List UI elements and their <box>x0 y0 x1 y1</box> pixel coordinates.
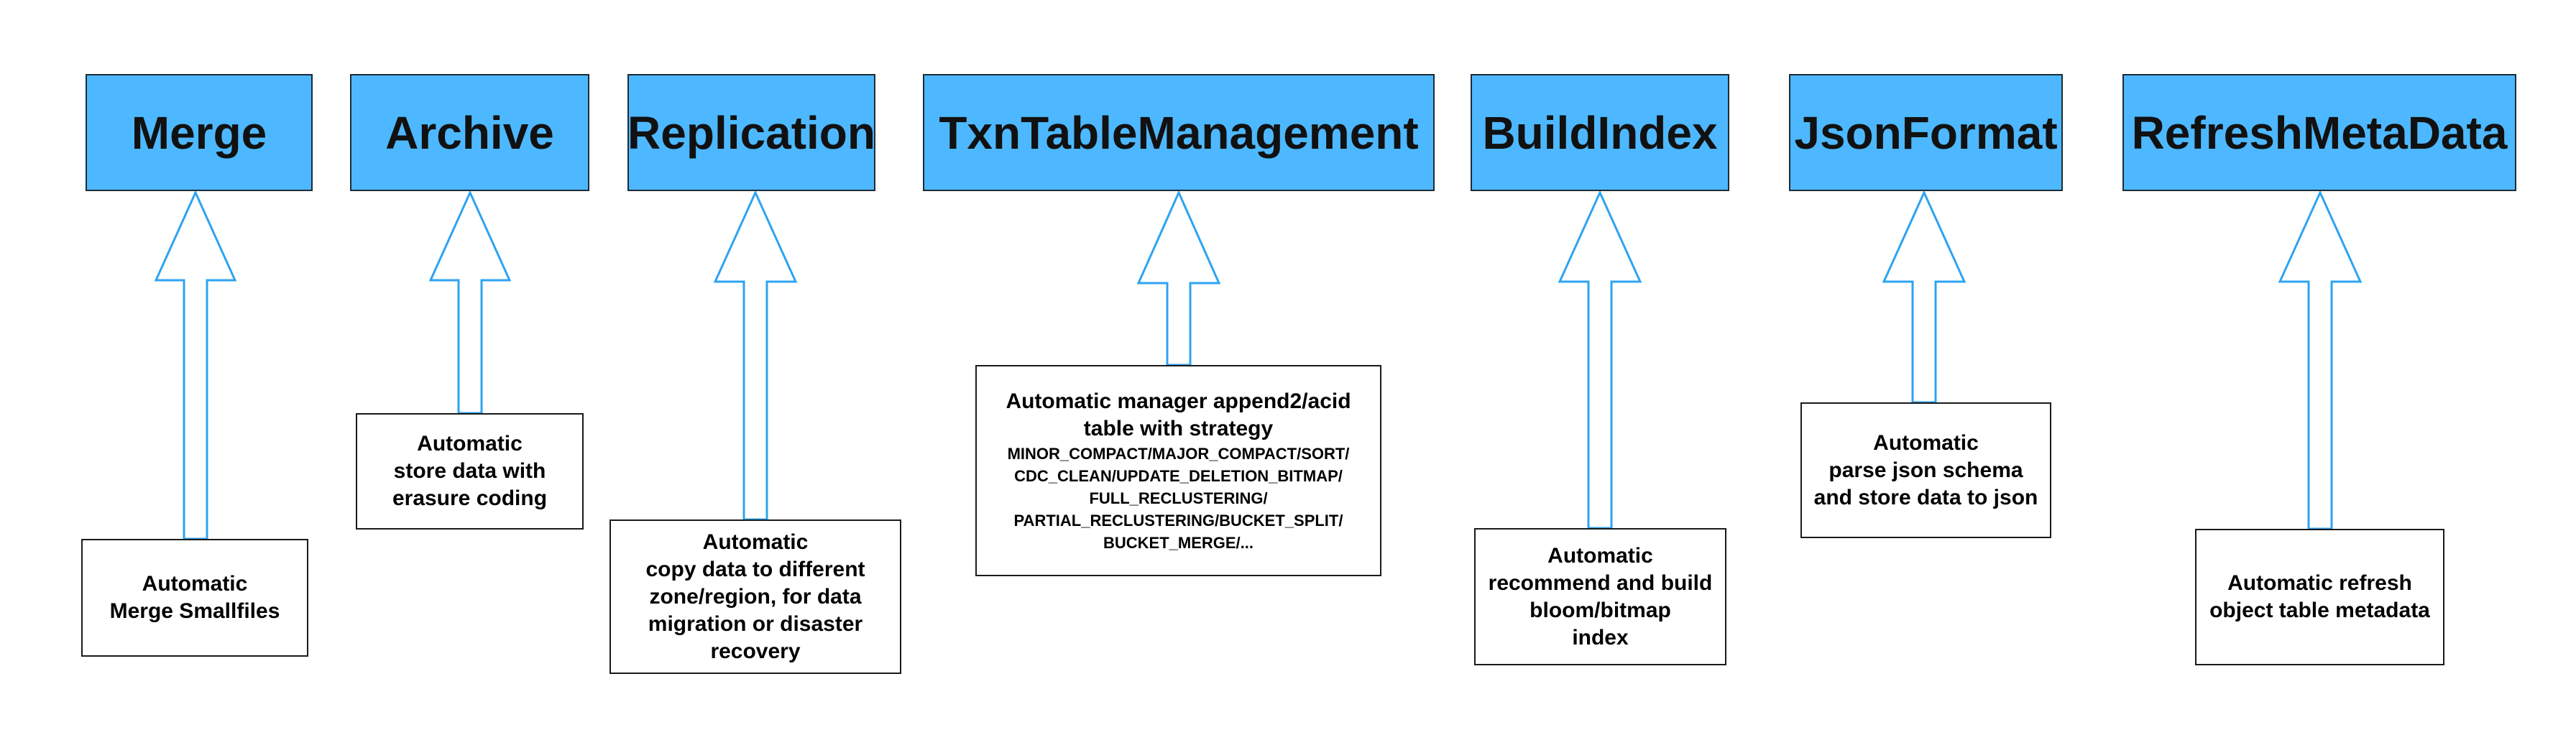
description-line: object table metadata <box>2209 599 2430 622</box>
arrow-up-icon <box>154 190 237 540</box>
description-line: Automatic <box>1873 430 1979 455</box>
node-replication-header: Replication <box>627 74 875 191</box>
node-txntablemanagement-title: TxnTableManagement <box>939 106 1419 159</box>
strategy-line: MINOR_COMPACT/MAJOR_COMPACT/SORT/ <box>1007 444 1350 463</box>
description-line: store data with <box>393 459 546 483</box>
arrow-up-icon <box>1882 190 1966 404</box>
description-line: Automatic <box>417 432 523 456</box>
node-archive-header: Archive <box>350 74 589 191</box>
description-line: index <box>1572 625 1629 650</box>
description-line: and store data to json <box>1813 485 2038 509</box>
node-refreshmetadata-header: RefreshMetaData <box>2122 74 2516 191</box>
node-jsonformat-description: Automatic parse json schema and store da… <box>1800 402 2051 538</box>
description-line: Automatic refresh <box>2227 571 2412 595</box>
node-txntablemanagement-description: Automatic manager append2/acid table wit… <box>975 365 1381 576</box>
node-merge-description: Automatic Merge Smallfiles <box>81 539 308 657</box>
description-line: Automatic manager append2/acid <box>1006 389 1351 413</box>
description-line: bloom/bitmap <box>1530 598 1671 622</box>
strategy-line: CDC_CLEAN/UPDATE_DELETION_BITMAP/ <box>1014 466 1343 485</box>
description-line: copy data to different <box>645 557 865 581</box>
description-line: Automatic <box>142 572 248 596</box>
description-line: zone/region, for data <box>649 584 862 609</box>
node-merge-title: Merge <box>131 106 267 159</box>
strategy-line: BUCKET_MERGE/... <box>1103 533 1254 552</box>
arrow-up-icon <box>1136 190 1221 366</box>
arrow-up-icon <box>428 190 512 415</box>
node-buildindex-header: BuildIndex <box>1471 74 1729 191</box>
node-buildindex-title: BuildIndex <box>1482 106 1718 159</box>
node-merge-header: Merge <box>86 74 313 191</box>
description-line: Automatic <box>702 530 809 554</box>
strategy-line: PARTIAL_RECLUSTERING/BUCKET_SPLIT/ <box>1013 511 1343 530</box>
node-refreshmetadata-title: RefreshMetaData <box>2131 106 2508 159</box>
node-archive-description: Automatic store data with erasure coding <box>356 413 584 530</box>
strategy-line: FULL_RECLUSTERING/ <box>1089 489 1268 507</box>
arrow-up-icon <box>2278 190 2363 530</box>
node-archive-title: Archive <box>385 106 554 159</box>
description-line: Automatic <box>1547 543 1653 568</box>
description-line: migration or disaster <box>648 611 863 636</box>
description-line: recovery <box>710 639 801 663</box>
description-line: parse json schema <box>1828 458 2023 482</box>
description-line: recommend and build <box>1488 570 1713 595</box>
arrow-up-icon <box>1558 190 1642 530</box>
arrow-up-icon <box>713 190 798 521</box>
node-buildindex-description: Automatic recommend and build bloom/bitm… <box>1474 528 1726 665</box>
node-refreshmetadata-description: Automatic refresh object table metadata <box>2195 529 2444 665</box>
description-line: erasure coding <box>392 486 548 510</box>
description-line: Merge Smallfiles <box>109 599 280 623</box>
node-replication-title: Replication <box>627 106 875 159</box>
node-replication-description: Automatic copy data to different zone/re… <box>610 519 901 674</box>
node-jsonformat-title: JsonFormat <box>1794 106 2058 159</box>
node-jsonformat-header: JsonFormat <box>1789 74 2063 191</box>
node-txntablemanagement-header: TxnTableManagement <box>923 74 1435 191</box>
description-line: table with strategy <box>1083 416 1274 440</box>
